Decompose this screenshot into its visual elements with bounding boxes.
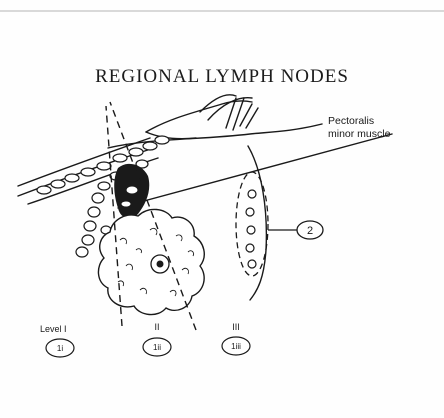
- muscle-fold: [146, 132, 196, 139]
- level-iii-badge-text: 1iii: [231, 342, 241, 351]
- lymph-node: [155, 136, 169, 144]
- internal-mammary-node: [246, 208, 254, 216]
- group-2-label: 2: [307, 225, 313, 237]
- pectoralis-minor-muscle: [108, 124, 322, 148]
- muscle-upper-edge: [146, 101, 252, 132]
- muscle-label-line-1: Pectoralis: [328, 115, 374, 127]
- level-ii-badge-text: 1ii: [153, 343, 161, 352]
- vessel-vertical-2: [240, 104, 258, 128]
- lymph-node: [143, 142, 157, 150]
- lymph-node: [37, 186, 51, 194]
- lymph-node: [84, 221, 96, 231]
- level-i-badge-text: 1i: [57, 344, 63, 353]
- internal-mammary-node: [248, 190, 256, 198]
- lymph-node: [51, 180, 65, 188]
- lymph-node: [97, 162, 111, 170]
- internal-mammary-node: [248, 260, 256, 268]
- level-ii-label: II: [154, 322, 159, 332]
- muscle-label-line-2: minor muscle: [328, 128, 391, 140]
- internal-mammary-node: [247, 226, 255, 234]
- lymph-node: [113, 154, 127, 162]
- lymph-node: [76, 247, 88, 257]
- lymph-node: [82, 235, 94, 245]
- lymph-node: [98, 182, 110, 190]
- level-iii-label: III: [232, 322, 240, 332]
- lymph-node: [65, 174, 79, 182]
- lymph-node: [92, 193, 104, 203]
- lymph-node: [88, 207, 100, 217]
- lymph-node: [81, 168, 95, 176]
- internal-mammary-node: [246, 244, 254, 252]
- level-i-label: Level I: [40, 324, 67, 334]
- lymph-node: [129, 148, 143, 156]
